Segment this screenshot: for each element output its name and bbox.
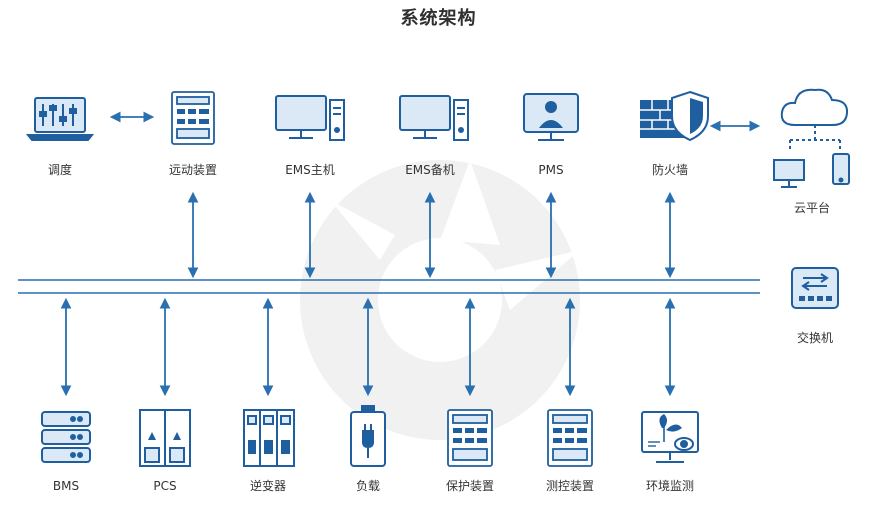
top-node-label-2: EMS主机 (285, 163, 335, 177)
pcs-cabinet-icon (139, 409, 191, 467)
firewall-shield-icon (640, 90, 709, 142)
pms-user-monitor-icon (523, 93, 579, 141)
bottom-node-label-3: 负载 (356, 479, 380, 493)
background-watermark (300, 160, 580, 440)
cloud-label: 云平台 (794, 200, 830, 215)
bottom-node-label-1: PCS (153, 479, 176, 493)
bottom-node-label-2: 逆变器 (250, 478, 286, 493)
telecontrol-device-icon (171, 91, 215, 145)
top-node-label-5: 防火墙 (652, 162, 688, 177)
diagram-title: 系统架构 (400, 8, 477, 29)
top-node-label-1: 远动装置 (169, 163, 217, 177)
top-node-label-4: PMS (538, 163, 563, 177)
ems-host-computer-icon (275, 95, 345, 141)
protection-device-icon (447, 409, 493, 467)
bottom-node-label-6: 环境监测 (646, 478, 694, 493)
bottom-node-label-0: BMS (53, 479, 79, 493)
load-plug-icon (350, 405, 386, 467)
measurement-control-device-icon (547, 409, 593, 467)
top-node-label-3: EMS备机 (405, 163, 455, 177)
inverter-cabinet-icon (243, 409, 295, 467)
top-node-label-0: 调度 (48, 162, 72, 177)
bms-server-icon (41, 411, 91, 463)
dispatch-laptop-icon (25, 97, 95, 141)
switch-label: 交换机 (797, 330, 833, 345)
network-switch-icon (791, 267, 839, 309)
environment-monitoring-icon (641, 411, 699, 463)
cloud-platform-icon (773, 88, 850, 188)
ems-backup-computer-icon (399, 95, 469, 141)
bottom-node-label-4: 保护装置 (446, 479, 494, 493)
bottom-node-label-5: 测控装置 (546, 479, 594, 493)
